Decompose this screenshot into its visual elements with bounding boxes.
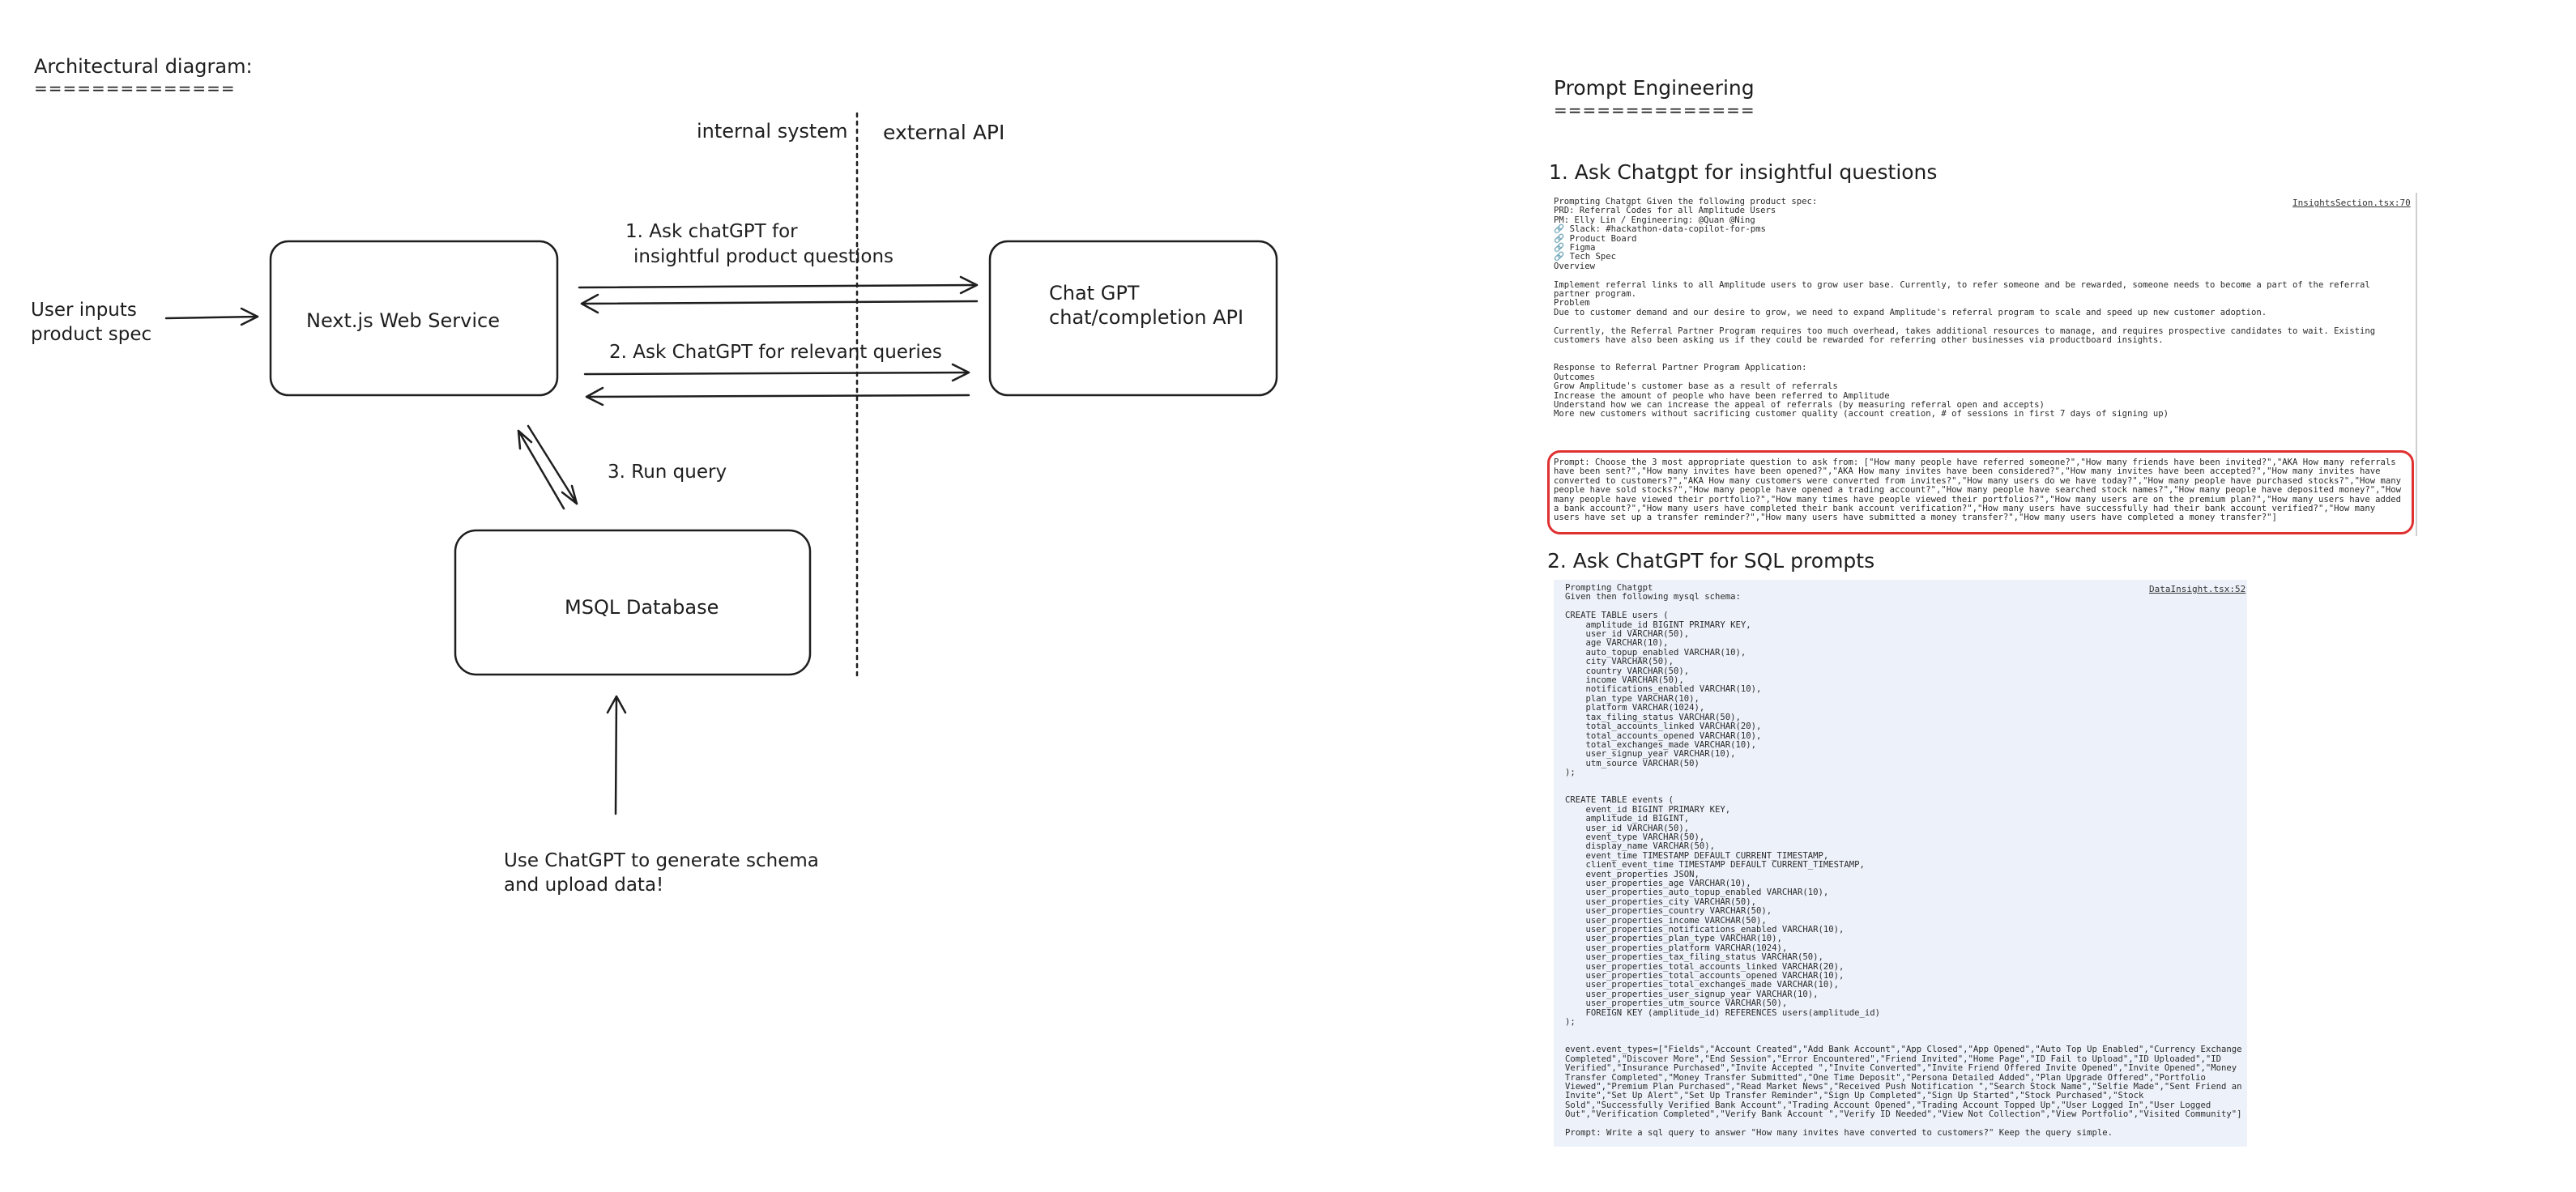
user-input-label-line2: product spec — [31, 324, 151, 345]
web-service-label: Next.js Web Service — [306, 309, 500, 332]
database-label: MSQL Database — [565, 596, 719, 619]
architecture-diagram: Architectural diagram: ============== in… — [31, 55, 1278, 896]
user-input-label-line1: User inputs — [31, 300, 137, 321]
section2-heading: 2. Ask ChatGPT for SQL prompts — [1547, 549, 1875, 573]
step3-label: 3. Run query — [608, 462, 727, 483]
step2-response-arrowhead — [585, 386, 604, 407]
step3-up-arrow — [517, 429, 565, 510]
section2-schema-prompt: Prompting Chatgpt Given then following m… — [1565, 583, 2242, 1138]
chatgpt-api-box — [988, 240, 1278, 397]
internal-system-label: internal system — [697, 120, 847, 143]
step1-label-line2: insightful product questions — [633, 246, 893, 267]
step1-request-arrowhead — [959, 275, 979, 295]
section2-code-box — [1554, 580, 2247, 1147]
prompt-engineering-title-underline: ============== — [1554, 100, 1755, 120]
step2-request-arrowhead — [951, 363, 970, 382]
step2-request-arrow — [583, 371, 970, 376]
section2-source-link[interactable]: DataInsight.tsx:52 — [2149, 584, 2246, 594]
diagram-title-underline: ============== — [34, 79, 236, 98]
prompt-engineering-title: Prompt Engineering — [1554, 76, 1755, 100]
step3-down-arrowhead — [561, 484, 578, 505]
step1-label-line1: 1. Ask chatGPT for — [625, 221, 798, 242]
step1-response-arrowhead — [580, 293, 599, 314]
diagram-title: Architectural diagram: — [34, 55, 253, 78]
step2-response-arrow — [585, 394, 970, 398]
section1-product-spec: Prompting Chatgpt Given the following pr… — [1554, 197, 2376, 419]
schema-note-line1: Use ChatGPT to generate schema — [504, 850, 819, 871]
external-api-label: external API — [883, 121, 1004, 144]
chatgpt-api-label-line2: chat/completion API — [1049, 306, 1243, 329]
database-box — [454, 529, 812, 676]
web-service-box — [269, 240, 559, 397]
step2-label: 2. Ask ChatGPT for relevant queries — [609, 342, 942, 363]
step3-down-arrow — [527, 424, 578, 505]
step1-request-arrow — [578, 283, 979, 289]
schema-upload-arrowhead — [606, 695, 627, 714]
section1-prompt: Prompt: Choose the 3 most appropriate qu… — [1554, 458, 2407, 523]
section1-source-link[interactable]: InsightsSection.tsx:70 — [2292, 198, 2411, 208]
user-input-arrowhead — [240, 307, 259, 326]
section1-heading: 1. Ask Chatgpt for insightful questions — [1549, 160, 1938, 184]
user-input-arrow — [164, 315, 259, 320]
chatgpt-api-label-line1: Chat GPT — [1049, 282, 1140, 304]
section1-code-box — [1549, 193, 2417, 536]
step1-response-arrow — [580, 300, 979, 305]
schema-note-line2: and upload data! — [504, 875, 663, 896]
prompt-highlight-circle — [1547, 450, 2414, 534]
step3-up-arrowhead — [517, 429, 533, 450]
